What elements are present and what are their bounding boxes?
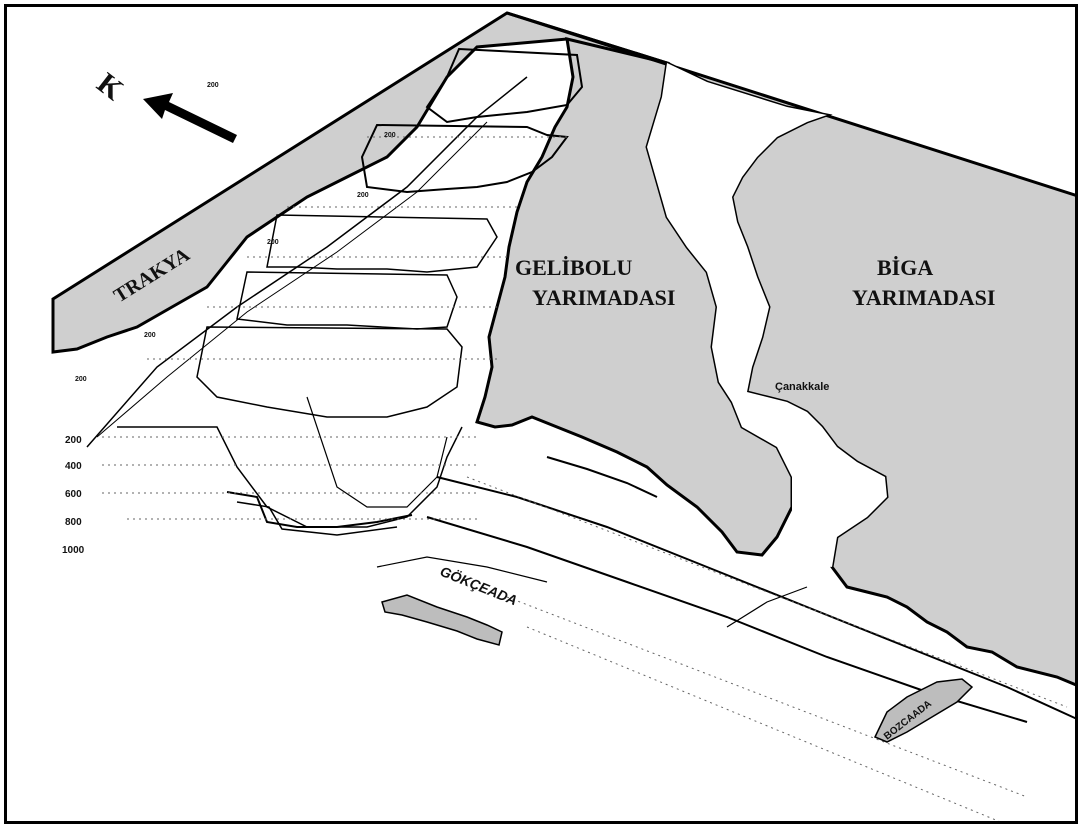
seismic-profiles (86, 47, 1075, 723)
contour-label: 200 (384, 132, 396, 139)
north-label: K (91, 67, 130, 108)
bozcaada-island (873, 678, 974, 743)
depth-label: 1000 (62, 545, 85, 556)
guide-lines (102, 136, 1068, 821)
biga-label-line1: BİGA (877, 255, 933, 280)
north-arrow: K (91, 67, 237, 143)
canakkale-label: Çanakkale (775, 381, 829, 393)
map-canvas: K TRAKYA GELİBOLU YARIMADASI BİGA YARIMA… (51, 11, 1075, 821)
depth-axis: 200 400 600 800 1000 (62, 435, 85, 556)
contour-label: 200 (207, 82, 219, 89)
contour-label: 200 (144, 332, 156, 339)
biga-label-line2: YARIMADASI (852, 285, 995, 310)
gokceada-island (381, 594, 503, 646)
depth-label: 600 (65, 489, 82, 500)
gelibolu-label-line1: GELİBOLU (515, 255, 632, 280)
depth-label: 200 (65, 435, 82, 446)
map-frame: K TRAKYA GELİBOLU YARIMADASI BİGA YARIMA… (4, 4, 1078, 824)
contour-label: 200 (357, 192, 369, 199)
contour-label: 200 (75, 376, 87, 383)
gokceada-label: GÖKÇEADA (438, 563, 520, 608)
contour-label: 200 (267, 239, 279, 246)
dardanelles-strait (647, 63, 887, 567)
depth-label: 400 (65, 461, 82, 472)
contour-labels: 200 200 200 200 200 200 (75, 82, 396, 383)
gelibolu-label-line2: YARIMADASI (532, 285, 675, 310)
depth-label: 800 (65, 517, 82, 528)
